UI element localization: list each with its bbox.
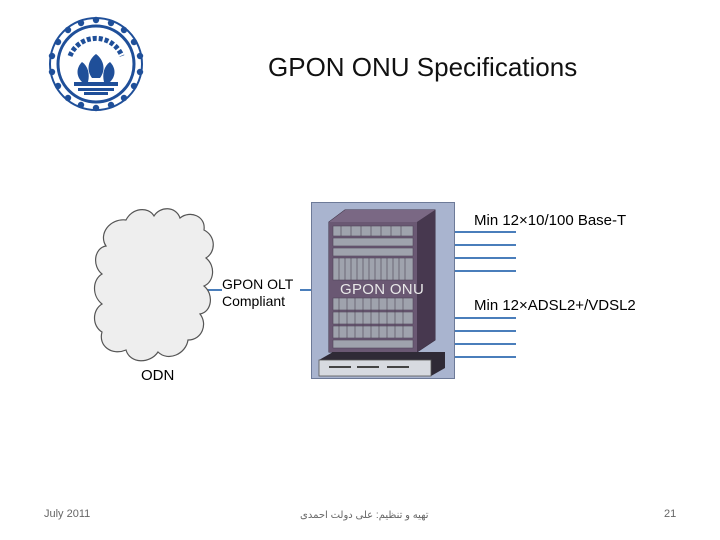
odn-label: ODN: [141, 367, 175, 384]
olt-label-line2: Compliant: [222, 293, 286, 309]
footer-author: تهیه و تنظیم: علی دولت احمدی: [300, 510, 429, 521]
onu-label: GPON ONU: [340, 281, 425, 298]
ethernet-ports-label: Min 12×10/100 Base-T: [474, 212, 627, 229]
slide-title: GPON ONU Specifications: [268, 52, 578, 82]
dsl-ports-label: Min 12×ADSL2+/VDSL2: [474, 297, 636, 314]
footer-date: July 2011: [44, 508, 91, 520]
university-logo-icon: [48, 16, 144, 112]
odn-cloud-icon: [93, 208, 214, 362]
onu-cabinet-icon: [318, 209, 445, 377]
page-number: 21: [664, 508, 677, 520]
olt-label-line1: GPON OLT: [222, 276, 294, 292]
olt-label: GPON OLT Compliant: [222, 276, 293, 310]
